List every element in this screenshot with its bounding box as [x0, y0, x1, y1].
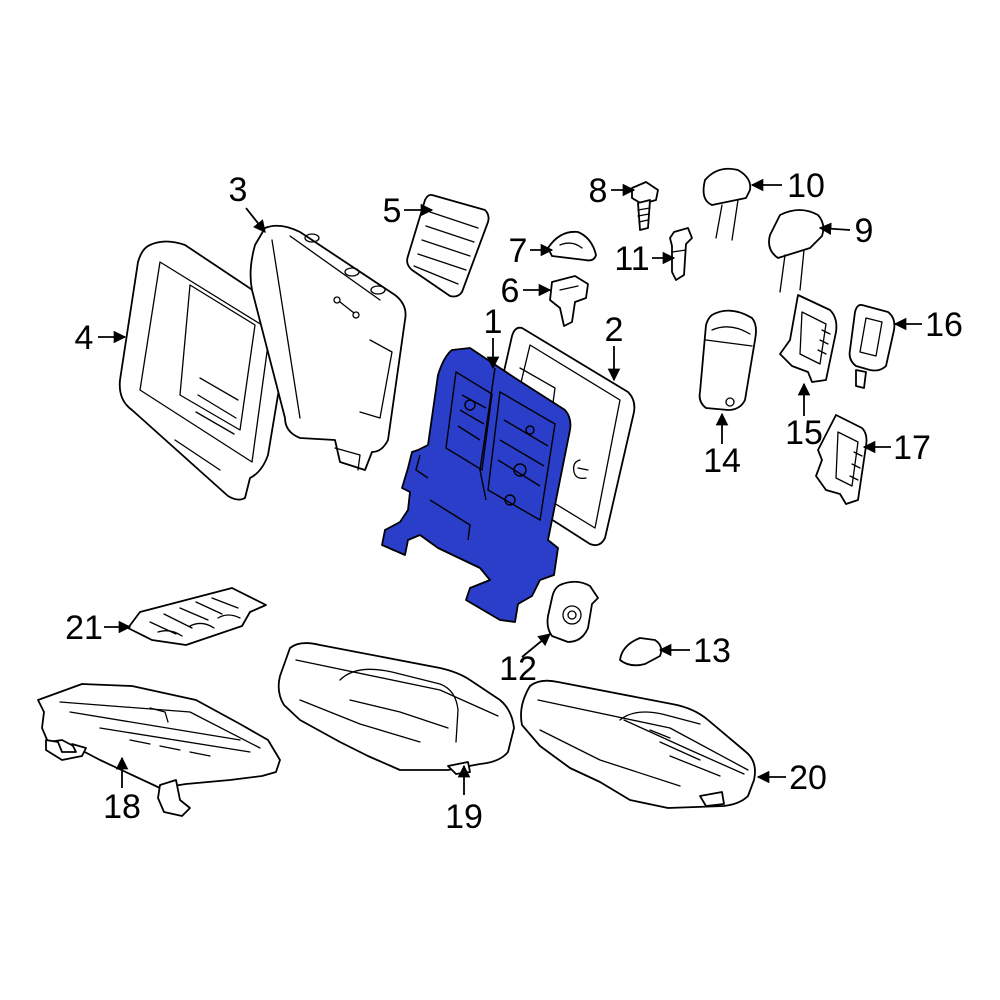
callout-7: 7 — [509, 232, 528, 270]
callout-4: 4 — [75, 319, 94, 357]
callout-1: 1 — [484, 303, 503, 341]
callout-18: 18 — [103, 788, 141, 826]
callout-2: 2 — [605, 311, 624, 349]
callout-21: 21 — [65, 609, 103, 647]
part-11-guide-pin[interactable] — [669, 227, 693, 281]
part-9-headrest[interactable] — [768, 209, 825, 293]
leader-9 — [818, 222, 851, 236]
callout-10: 10 — [787, 167, 825, 205]
part-17-side-panel[interactable] — [815, 414, 868, 505]
leader-12 — [521, 633, 551, 658]
callout-5: 5 — [383, 192, 402, 230]
part-18-seat-cushion-frame[interactable] — [37, 683, 281, 817]
callout-17: 17 — [893, 429, 931, 467]
part-6-bracket[interactable] — [549, 275, 589, 327]
part-1-seat-back-frame[interactable] — [381, 347, 572, 623]
part-20-seat-cushion[interactable] — [520, 679, 756, 809]
part-15-side-panel[interactable] — [779, 294, 838, 383]
part-13-cap[interactable] — [619, 637, 663, 667]
callout-13: 13 — [693, 632, 731, 670]
callout-15: 15 — [785, 414, 823, 452]
callout-9: 9 — [855, 212, 874, 250]
callout-20: 20 — [789, 759, 827, 797]
part-3-seat-back-pad[interactable] — [249, 224, 407, 471]
part-4-seat-back-cover[interactable] — [118, 240, 290, 501]
part-8-bolt[interactable] — [631, 181, 659, 231]
callout-3: 3 — [229, 171, 248, 209]
leader-lines — [98, 178, 922, 795]
leader-3 — [245, 207, 266, 233]
callout-12: 12 — [499, 650, 537, 688]
part-16-handle[interactable] — [848, 303, 896, 389]
part-10-headrest[interactable] — [702, 167, 752, 241]
part-19-seat-cushion[interactable] — [277, 642, 515, 775]
callout-6: 6 — [501, 272, 520, 310]
part-12-hinge-cover[interactable] — [546, 580, 599, 643]
callout-11: 11 — [614, 240, 649, 278]
callout-8: 8 — [589, 172, 608, 210]
callout-16: 16 — [925, 306, 963, 344]
part-14-trim-cover[interactable] — [698, 309, 757, 411]
callout-labels: 1 2 3 4 5 6 7 8 9 10 11 12 13 14 15 16 1… — [65, 167, 963, 836]
callout-14: 14 — [703, 442, 741, 480]
callout-19: 19 — [445, 798, 483, 836]
part-7-clip[interactable] — [547, 230, 597, 262]
part-5-lumbar-mat[interactable] — [406, 193, 490, 298]
part-21-cushion-mat[interactable] — [127, 587, 267, 646]
